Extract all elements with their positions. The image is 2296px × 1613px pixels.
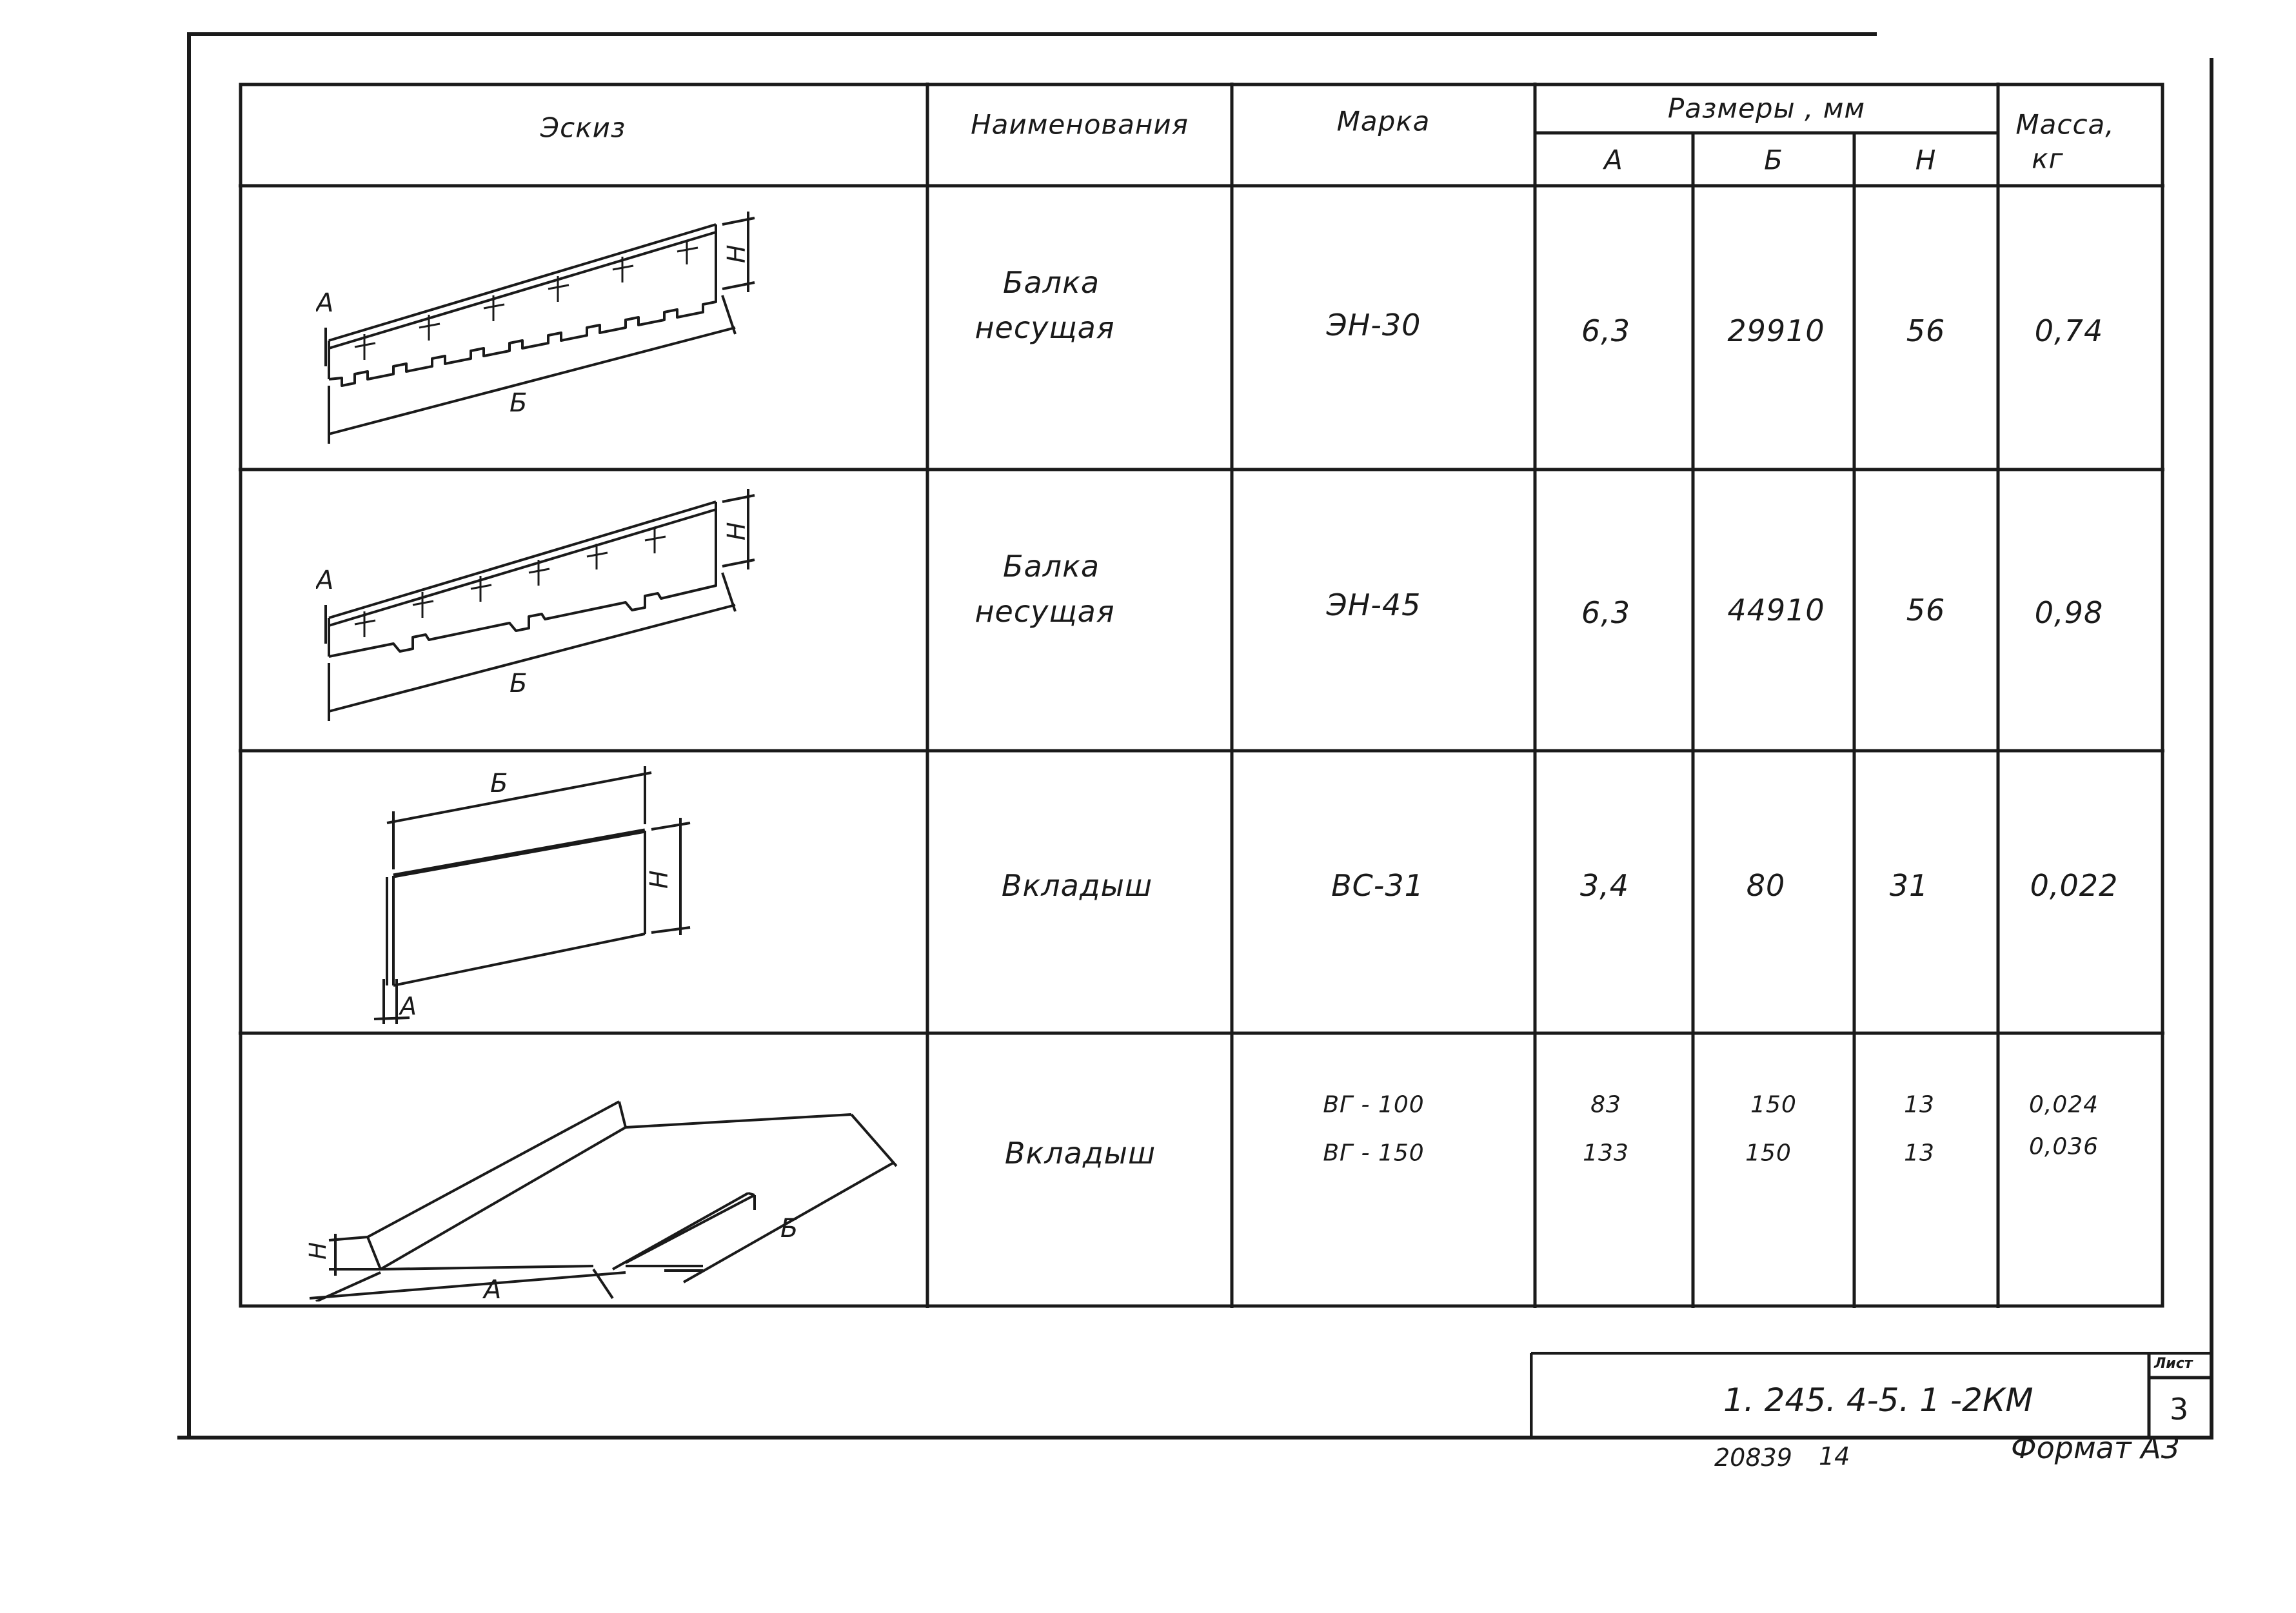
row1-name-line1: Балка: [1002, 265, 1100, 300]
row1-dim-b: 29910: [1727, 313, 1825, 348]
sketch4-label-h: Н: [305, 1242, 332, 1260]
header-dims: Размеры , мм: [1667, 92, 1866, 124]
sketch3-label-a: А: [398, 992, 417, 1020]
header-name: Наименования: [971, 108, 1189, 141]
row3-dim-b: 80: [1746, 868, 1786, 903]
sketch1-label-a: А: [316, 288, 333, 318]
title-block: 1. 245. 4-5. 1 -2КМ Лист 3: [1530, 1352, 2210, 1436]
row3-mark: ВС-31: [1331, 868, 1424, 903]
row3-dim-h: 31: [1889, 868, 1929, 903]
inventory-sub: 14: [1819, 1442, 1850, 1470]
sketch4-label-b: Б: [780, 1214, 798, 1243]
spec-table: Эскиз Наименования Марка Размеры , мм А …: [239, 83, 2164, 1308]
header-dim-a: А: [1604, 144, 1623, 176]
row3-dim-a: 3,4: [1579, 868, 1630, 903]
inventory-number: 20839: [1714, 1443, 1792, 1472]
header-mass: Масса,: [2015, 108, 2115, 141]
row4-dim-h-1: 13: [1904, 1091, 1935, 1118]
row4-mass-2: 0,036: [2028, 1133, 2099, 1160]
sketch-insert-vg: А Б Н: [305, 1100, 898, 1301]
row3-name: Вкладыш: [1001, 868, 1153, 903]
frame-right: [2210, 58, 2213, 1440]
frame-bottom: [177, 1436, 2213, 1440]
sketch2-label-b: Б: [510, 669, 527, 698]
row4-dim-h-2: 13: [1904, 1140, 1935, 1167]
sketch-beam-en30: А Б Н: [316, 212, 755, 444]
row4-dim-a-2: 133: [1583, 1140, 1629, 1167]
row4-mark-1: ВГ - 100: [1323, 1091, 1425, 1118]
sketch-beam-en45: А Б Н: [316, 489, 755, 721]
row2-dim-a: 6,3: [1581, 595, 1631, 630]
row4-dim-b-1: 150: [1750, 1091, 1797, 1118]
row2-name-line2: несущая: [975, 594, 1115, 629]
row2-name-line1: Балка: [1002, 549, 1100, 584]
sheet-number: 3: [2170, 1392, 2189, 1427]
row1-dim-a: 6,3: [1581, 313, 1631, 348]
row1-mark: ЭН-30: [1326, 308, 1421, 342]
row4-mark-2: ВГ - 150: [1323, 1140, 1425, 1167]
frame-top: [190, 32, 1877, 36]
sketch1-label-h: Н: [722, 244, 751, 263]
row2-mass: 0,98: [2034, 595, 2104, 630]
title-block-grid: [1530, 1352, 2210, 1436]
sketch2-label-h: Н: [722, 522, 751, 540]
row3-mass: 0,022: [2030, 868, 2119, 903]
row1-dim-h: 56: [1906, 313, 1946, 348]
header-dim-b: Б: [1764, 144, 1783, 176]
row2-mark: ЭН-45: [1326, 588, 1421, 622]
row4-dim-a-1: 83: [1590, 1091, 1621, 1118]
header-sketch: Эскиз: [540, 112, 626, 144]
sketch-insert-vs31: Б А Н: [373, 766, 691, 1024]
row4-mass-1: 0,024: [2028, 1091, 2099, 1118]
header-mass-unit: кг: [2032, 143, 2064, 175]
header-mark: Марка: [1336, 105, 1430, 137]
row4-name: Вкладыш: [1004, 1136, 1156, 1171]
document-code: 1. 245. 4-5. 1 -2КМ: [1723, 1381, 2034, 1419]
row4-dim-b-2: 150: [1745, 1140, 1792, 1167]
sketch1-label-b: Б: [510, 388, 527, 418]
row1-mass: 0,74: [2034, 313, 2104, 348]
header-dim-h: Н: [1915, 144, 1937, 176]
sheet-label: Лист: [2154, 1356, 2193, 1372]
sketch2-label-a: А: [316, 566, 333, 595]
table-grid: [239, 83, 2164, 1308]
row2-dim-b: 44910: [1727, 593, 1825, 628]
sketch3-label-h: Н: [645, 870, 673, 889]
row2-dim-h: 56: [1906, 593, 1946, 628]
row1-name-line2: несущая: [975, 310, 1115, 345]
sketch4-label-a: А: [482, 1275, 501, 1301]
frame-left: [187, 32, 191, 1440]
sketch3-label-b: Б: [490, 769, 508, 798]
format-label: Формат А3: [2011, 1430, 2180, 1465]
